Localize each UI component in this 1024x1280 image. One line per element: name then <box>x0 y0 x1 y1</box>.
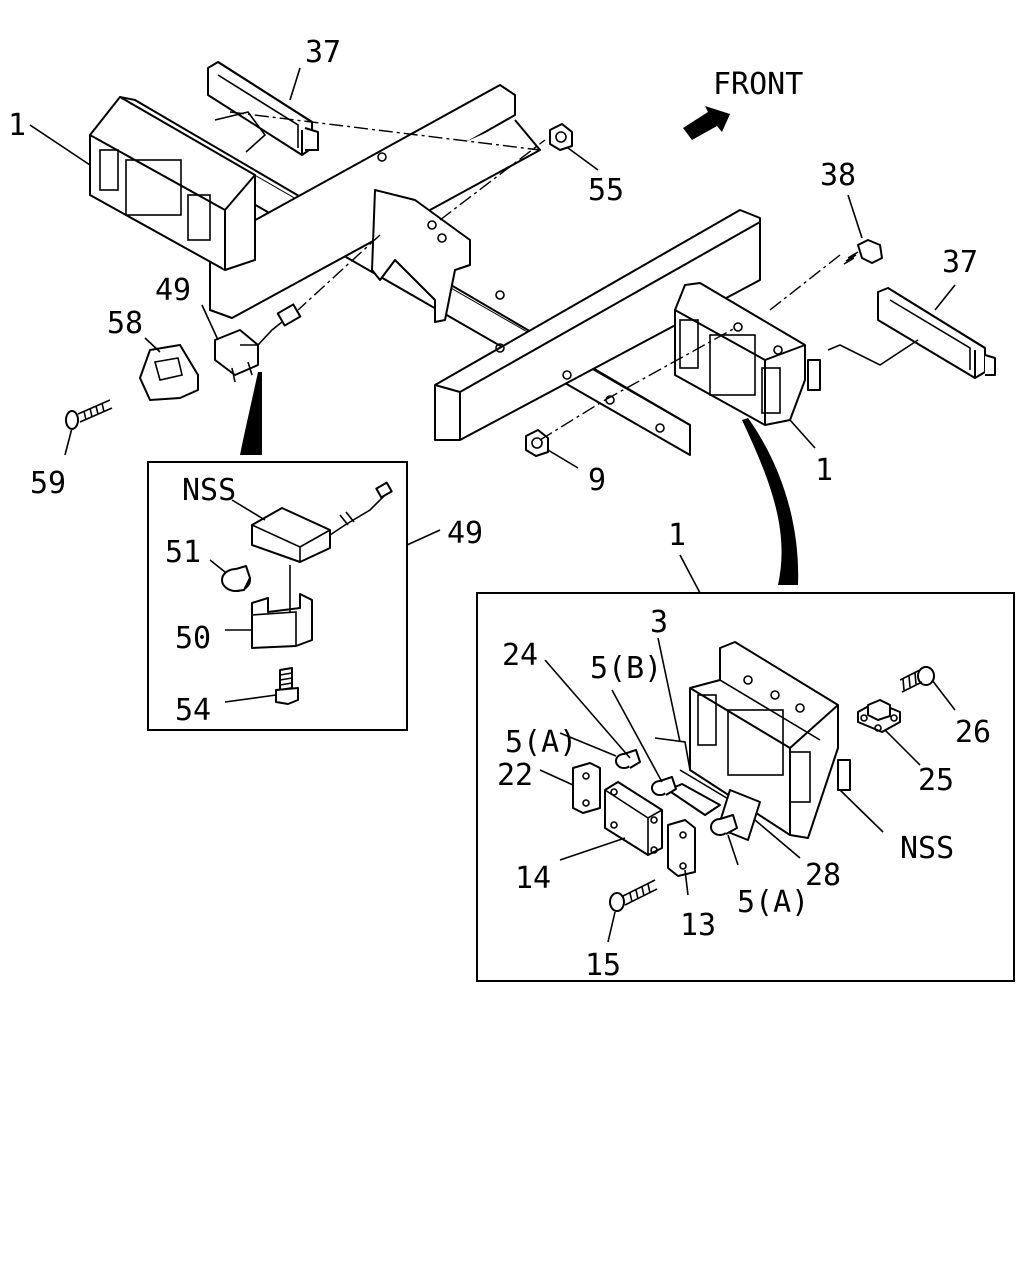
callout-24: 24 <box>502 638 538 673</box>
cover-58 <box>139 344 199 401</box>
mount-box-right <box>674 282 821 426</box>
callout-1-inset: 1 <box>668 518 686 553</box>
sensor-49 <box>214 303 302 383</box>
callout-22: 22 <box>497 758 533 793</box>
callout-nss-inset-1: NSS <box>900 831 954 866</box>
callout-5a-lower: 5(A) <box>737 885 809 920</box>
callout-49-inset: 49 <box>447 516 483 551</box>
callout-49-main: 49 <box>155 273 191 308</box>
front-label: FRONT <box>713 67 803 102</box>
callout-nss-inset-49: NSS <box>182 473 236 508</box>
nut-55 <box>549 123 573 151</box>
callout-37-left: 37 <box>305 35 341 70</box>
callout-3: 3 <box>650 605 668 640</box>
mount-box-left <box>89 96 256 271</box>
bolt-38 <box>843 239 883 265</box>
callout-26: 26 <box>955 715 991 750</box>
pointer-arrows <box>240 372 799 585</box>
inset-box-49 <box>147 461 408 731</box>
inset-1-parts <box>539 637 956 943</box>
screw-59 <box>65 399 113 430</box>
callout-38: 38 <box>820 158 856 193</box>
callout-28: 28 <box>805 858 841 893</box>
callout-1-main-right: 1 <box>815 453 833 488</box>
callout-9: 9 <box>588 463 606 498</box>
callout-59: 59 <box>30 466 66 501</box>
frame-rails <box>119 84 761 456</box>
callout-14: 14 <box>515 861 551 896</box>
inset-49-parts <box>209 481 441 705</box>
cover-37-left <box>207 61 319 156</box>
callout-51: 51 <box>165 535 201 570</box>
callout-25: 25 <box>918 763 954 798</box>
callout-labels: FRONT 37 1 55 38 37 49 58 59 9 1 49 1 NS… <box>8 35 991 983</box>
callout-15: 15 <box>585 948 621 983</box>
center-lines <box>229 111 841 441</box>
callout-13: 13 <box>680 908 716 943</box>
callout-37-right: 37 <box>942 245 978 280</box>
callout-55: 55 <box>588 173 624 208</box>
nut-9 <box>525 429 549 457</box>
inset-box-1 <box>476 592 1015 982</box>
callout-50: 50 <box>175 621 211 656</box>
main-leaders <box>29 67 956 469</box>
callout-5a-upper: 5(A) <box>505 725 577 760</box>
callout-1-main-left: 1 <box>8 108 26 143</box>
callout-54: 54 <box>175 693 211 728</box>
cover-37-right <box>827 287 996 379</box>
callout-58: 58 <box>107 306 143 341</box>
callout-5b: 5(B) <box>590 651 662 686</box>
front-arrow <box>683 106 730 140</box>
